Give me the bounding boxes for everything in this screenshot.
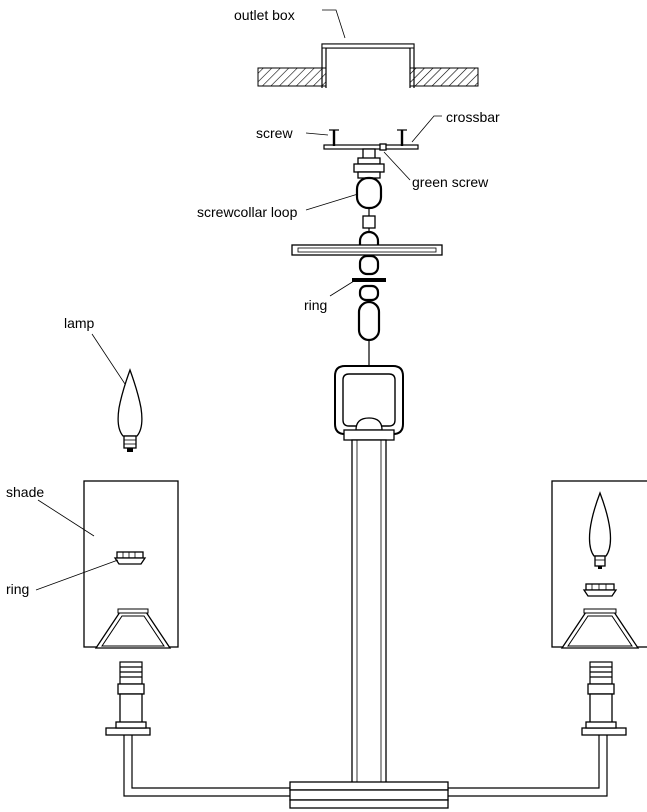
canopy [291, 244, 443, 256]
green-screw-leader [383, 151, 411, 181]
ring-shade-right [582, 583, 618, 597]
shade-leader [37, 499, 95, 537]
ring-shade-leader [35, 559, 119, 591]
center-stem [351, 439, 387, 791]
socket-left [115, 661, 147, 729]
shade-label: shade [6, 484, 44, 500]
hanging-loop [334, 365, 404, 441]
outlet-box-label: outlet box [234, 7, 295, 23]
outlet-box [257, 43, 479, 88]
chain-lower [352, 254, 386, 366]
screw-label: screw [256, 125, 293, 141]
ring-shade-label: ring [6, 581, 29, 597]
screw-leader [305, 132, 329, 136]
screwcollar-loop-leader [305, 193, 359, 211]
screwcollar-loop-label: screwcollar loop [197, 204, 298, 220]
stem-base [289, 781, 449, 809]
outlet-box-leader [322, 9, 346, 39]
ring-chain-leader [329, 280, 355, 297]
socket-right [585, 661, 617, 729]
screwcollar-loop [353, 157, 385, 210]
ring-shade-left [113, 551, 147, 565]
green-screw-label: green screw [412, 174, 489, 190]
lamp-label: lamp [64, 315, 95, 331]
lamp-bulb-right [588, 491, 612, 569]
lamp-leader [91, 333, 126, 385]
chain-upper [358, 208, 380, 258]
crossbar [323, 129, 419, 160]
lamp-bulb [117, 368, 143, 452]
crossbar-label: crossbar [446, 109, 500, 125]
ring-chain-label: ring [304, 297, 327, 313]
ceiling-hatch-left [257, 67, 327, 87]
lamp-arms [105, 727, 627, 797]
ceiling-hatch-right [409, 67, 479, 87]
crossbar-leader [411, 115, 442, 143]
